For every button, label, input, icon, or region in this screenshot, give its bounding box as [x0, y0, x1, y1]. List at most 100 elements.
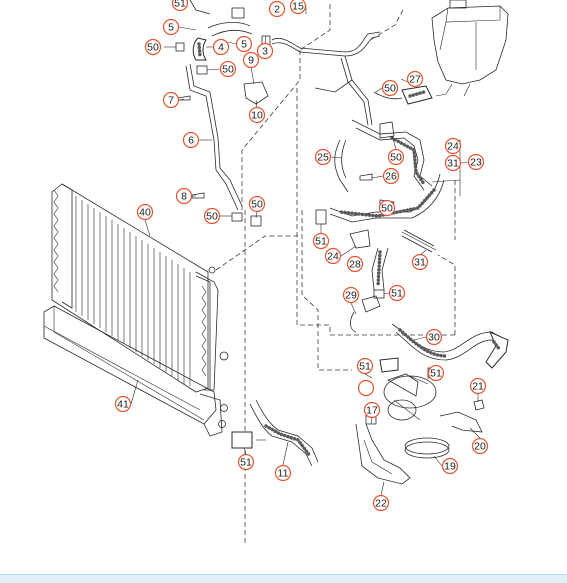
callout-c-blank[interactable] — [357, 379, 375, 397]
callout-c-51d[interactable]: 51 — [427, 364, 445, 382]
callout-circle — [312, 232, 330, 250]
callout-c-50a[interactable]: 50 — [144, 38, 162, 56]
callout-c-50b[interactable]: 50 — [219, 60, 237, 78]
callout-circle — [144, 38, 162, 56]
callout-c-50g[interactable]: 50 — [378, 199, 396, 217]
callout-number: 50 — [381, 203, 393, 215]
callout-c-21[interactable]: 21 — [469, 377, 487, 395]
callout-number: 51 — [359, 361, 371, 373]
callout-circle — [372, 494, 390, 512]
callout-circle — [444, 137, 462, 155]
return-hose — [391, 323, 509, 369]
callout-circle — [248, 106, 266, 124]
callout-circle — [381, 79, 399, 97]
callout-c-40[interactable]: 40 — [136, 203, 154, 221]
callout-c-51b[interactable]: 51 — [388, 284, 406, 302]
callout-circle — [427, 364, 445, 382]
callout-circle — [219, 60, 237, 78]
callout-number: 51 — [315, 236, 327, 248]
callout-c-50d[interactable]: 50 — [387, 148, 405, 166]
callout-c-7[interactable]: 7 — [162, 91, 180, 109]
assembly-boundaries — [215, 4, 456, 545]
callout-c-41[interactable]: 41 — [114, 395, 132, 413]
callout-circle — [162, 18, 180, 36]
callout-c-5b[interactable]: 5 — [235, 35, 253, 53]
callout-number: 41 — [117, 399, 129, 411]
callout-number: 21 — [472, 381, 484, 393]
callout-number: 24 — [327, 251, 339, 263]
callout-c-6[interactable]: 6 — [182, 131, 200, 149]
callout-c-50c[interactable]: 50 — [381, 79, 399, 97]
callout-c-29[interactable]: 29 — [342, 286, 360, 304]
callout-number: 15 — [292, 1, 304, 13]
callout-circle — [411, 253, 429, 271]
callout-c-24a[interactable]: 24 — [444, 137, 462, 155]
callout-c-30[interactable]: 30 — [425, 328, 443, 346]
callout-number: 9 — [248, 55, 254, 67]
callout-c-26[interactable]: 26 — [382, 167, 400, 185]
callout-circle — [212, 38, 230, 56]
callout-circle — [471, 437, 489, 455]
callout-c-22[interactable]: 22 — [372, 494, 390, 512]
callout-c-11[interactable]: 11 — [274, 464, 292, 482]
callout-c-25[interactable]: 25 — [314, 148, 332, 166]
callout-c-2[interactable]: 2 — [268, 0, 286, 18]
callout-c-50e[interactable]: 50 — [248, 195, 266, 213]
callout-circle — [346, 255, 364, 273]
callout-c-3[interactable]: 3 — [256, 42, 274, 60]
callout-c-51c[interactable]: 51 — [356, 357, 374, 375]
callout-number: 5 — [168, 22, 174, 34]
callout-circle — [425, 328, 443, 346]
callout-number: 2 — [274, 4, 280, 16]
callout-circle — [242, 51, 260, 69]
callout-circle — [162, 91, 180, 109]
callout-circle — [406, 70, 424, 88]
callout-circle — [256, 42, 274, 60]
callout-number: 11 — [278, 468, 289, 480]
charge-air-cooler — [43, 305, 228, 437]
callout-c-4[interactable]: 4 — [212, 38, 230, 56]
callout-number: 5 — [241, 39, 247, 51]
callout-c-23[interactable]: 23 — [467, 153, 485, 171]
callout-c-24b[interactable]: 24 — [324, 247, 342, 265]
callout-c-19[interactable]: 19 — [441, 457, 459, 475]
callout-number: 3 — [262, 46, 268, 58]
radiator — [51, 183, 229, 393]
callout-number: 4 — [218, 42, 224, 54]
upper-pipes — [189, 0, 381, 126]
callout-circle — [268, 0, 286, 18]
callout-c-15[interactable]: 15 — [289, 0, 307, 15]
callout-circle — [363, 401, 381, 419]
callout-c-50f[interactable]: 50 — [203, 207, 221, 225]
callout-c-51-top[interactable]: 51 — [171, 0, 189, 12]
callout-c-17[interactable]: 17 — [363, 401, 381, 419]
callout-c-8[interactable]: 8 — [175, 187, 193, 205]
callout-circle — [274, 464, 292, 482]
callout-number: 50 — [384, 83, 396, 95]
callout-c-27[interactable]: 27 — [406, 70, 424, 88]
callout-c-51e[interactable]: 51 — [237, 453, 255, 471]
callout-circle — [469, 377, 487, 395]
callout-c-28[interactable]: 28 — [346, 255, 364, 273]
callout-c-31a[interactable]: 31 — [444, 154, 462, 172]
callout-c-20[interactable]: 20 — [471, 437, 489, 455]
callout-circle — [136, 203, 154, 221]
callout-c-9[interactable]: 9 — [242, 51, 260, 69]
expansion-tank — [431, 0, 509, 97]
callout-number: 20 — [474, 441, 486, 453]
callout-c-31b[interactable]: 31 — [411, 253, 429, 271]
radiator-fins — [75, 196, 191, 386]
callout-number: 10 — [251, 110, 263, 122]
bottom-status-bar — [0, 574, 567, 583]
callout-number: 22 — [375, 498, 387, 510]
callout-c-5a[interactable]: 5 — [162, 18, 180, 36]
callout-circle — [378, 199, 396, 217]
callout-c-51a[interactable]: 51 — [312, 232, 330, 250]
callout-number: 50 — [147, 42, 159, 54]
callout-circle — [387, 148, 405, 166]
callout-number: 25 — [317, 152, 329, 164]
callout-number: 27 — [409, 74, 421, 86]
callout-c-10[interactable]: 10 — [248, 106, 266, 124]
callout-circle — [175, 187, 193, 205]
